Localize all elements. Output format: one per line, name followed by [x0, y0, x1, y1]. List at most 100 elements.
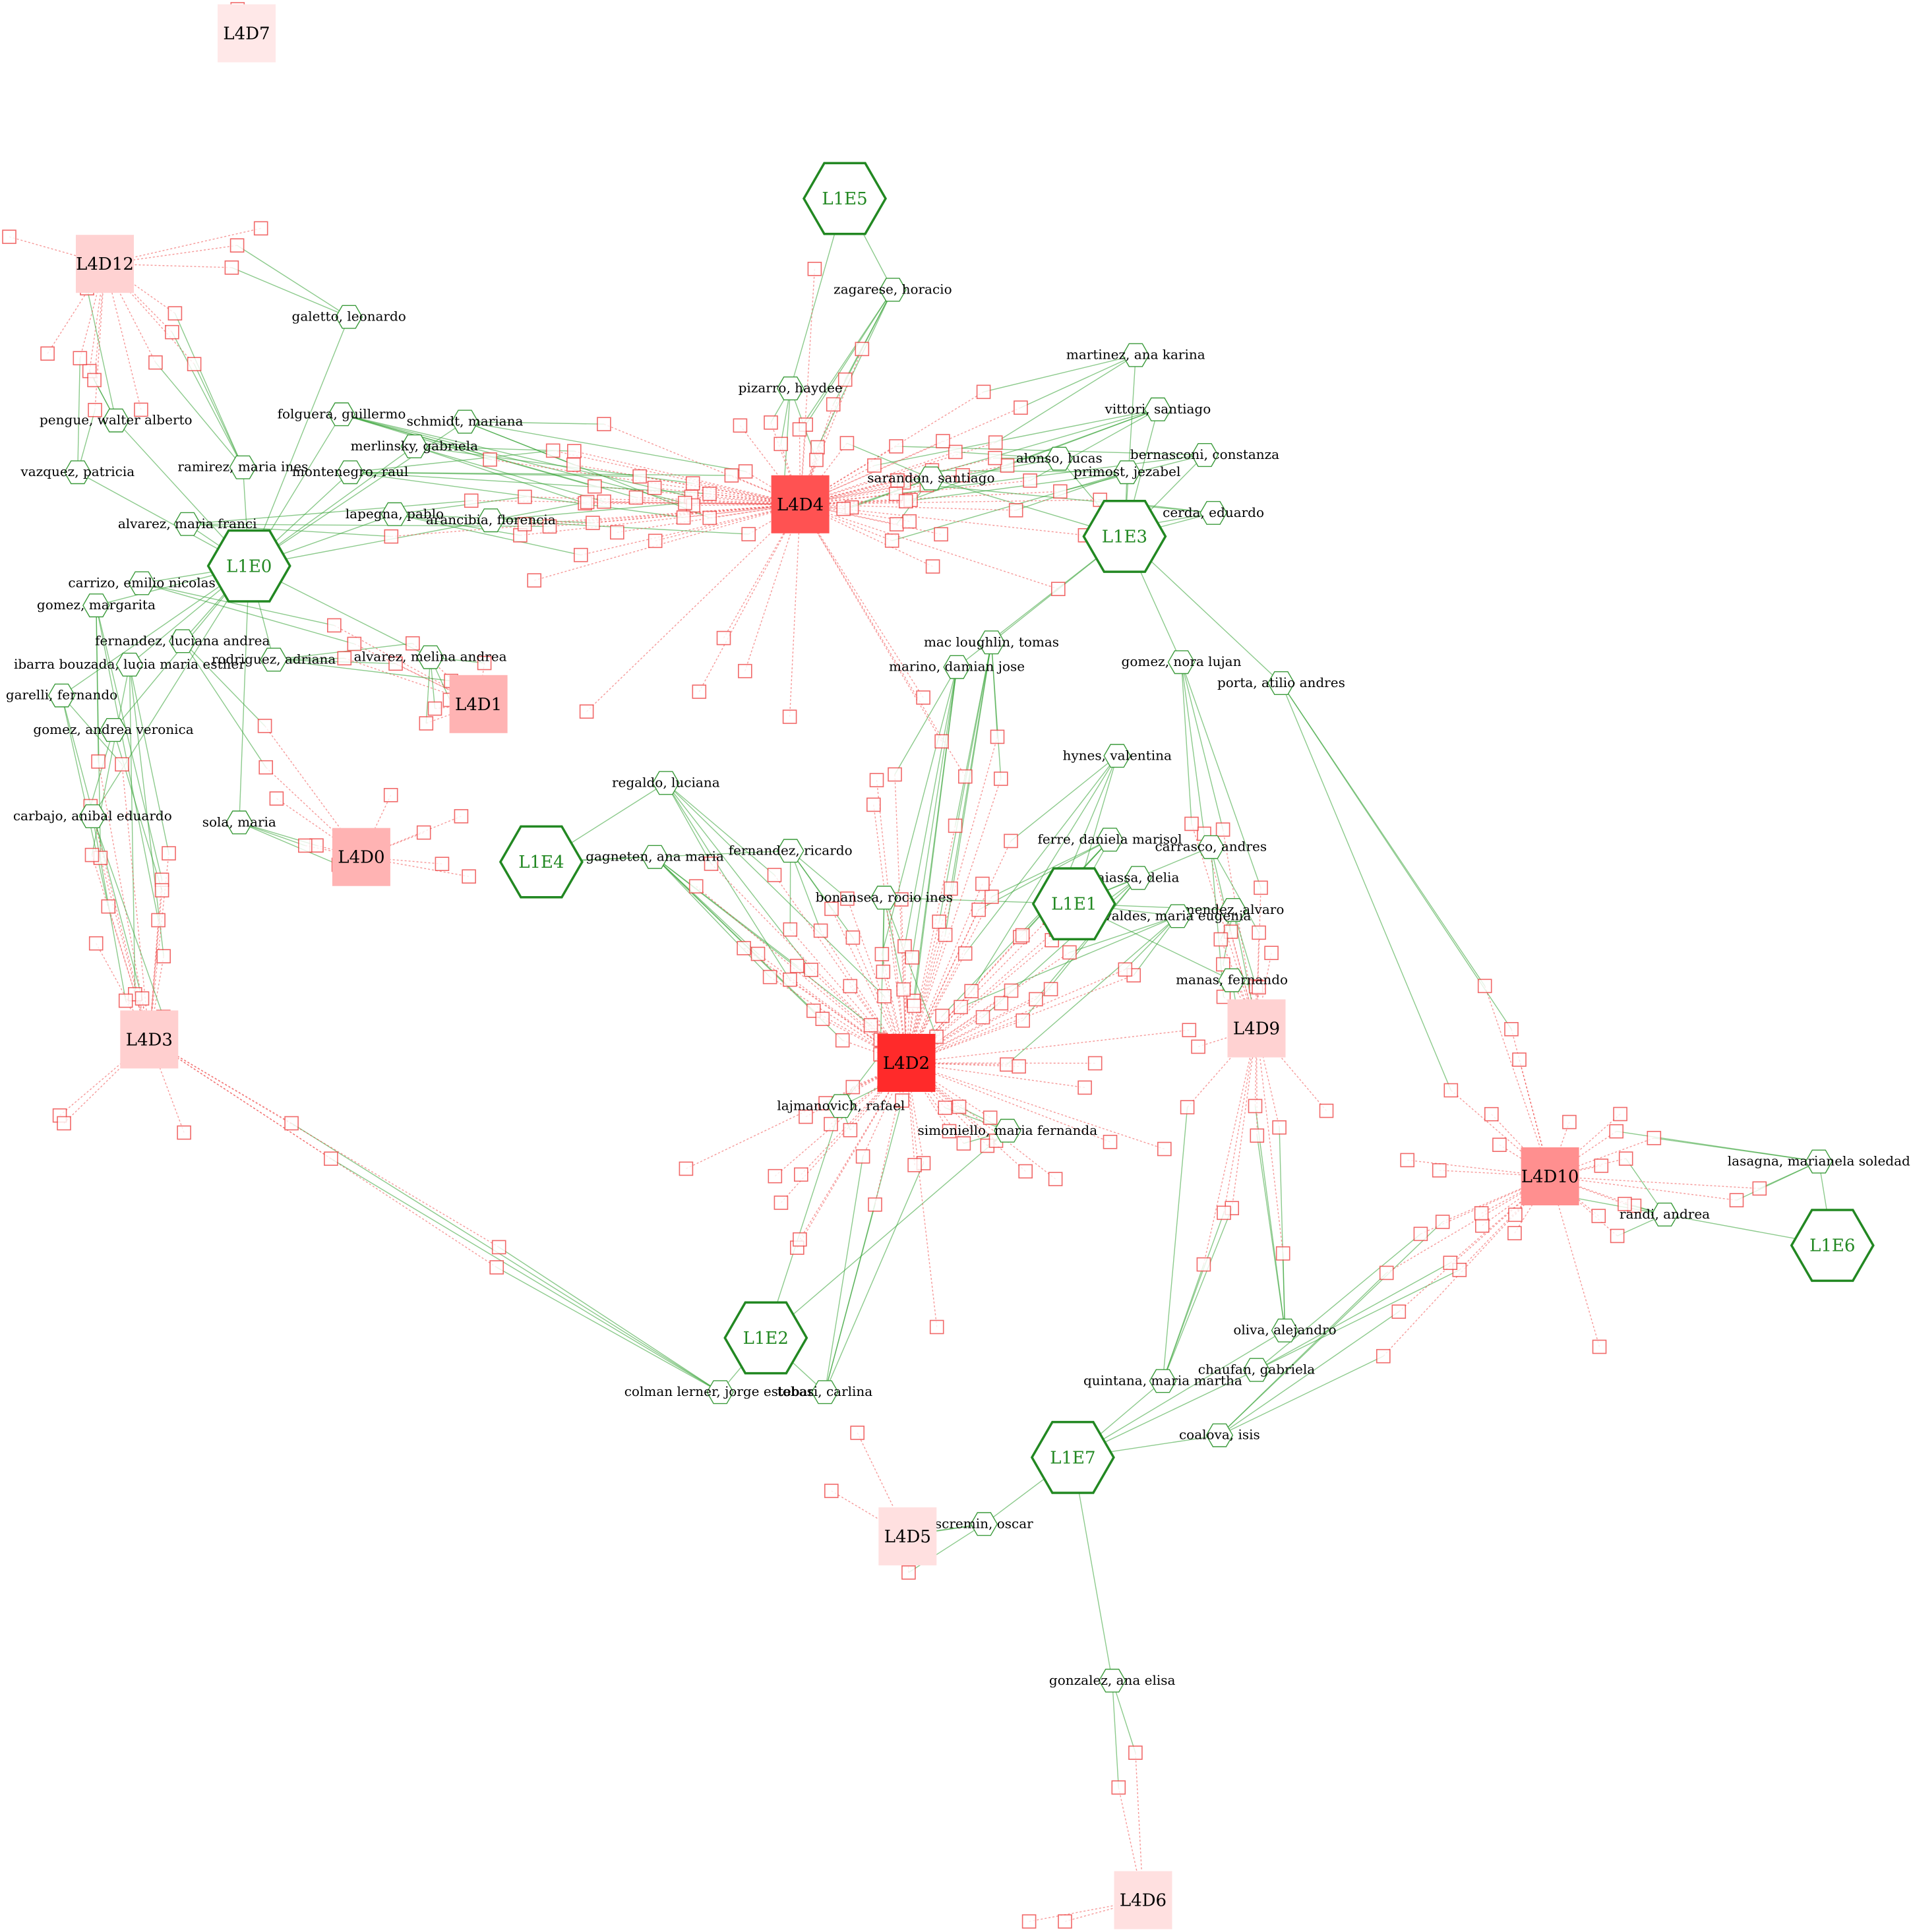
paper-node[interactable]: [57, 1116, 71, 1131]
paper-node[interactable]: [789, 959, 804, 973]
paper-node[interactable]: [1004, 983, 1019, 998]
paper-node[interactable]: [579, 704, 594, 719]
paper-node[interactable]: [1016, 1013, 1030, 1028]
author-node[interactable]: martinez, ana karina: [1066, 343, 1205, 367]
paper-node[interactable]: [983, 1110, 998, 1125]
paper-node[interactable]: [167, 306, 183, 321]
paper-node[interactable]: [258, 760, 274, 775]
paper-node[interactable]: [1000, 1057, 1014, 1072]
paper-node[interactable]: [901, 1565, 916, 1580]
paper-node[interactable]: [2, 229, 16, 244]
paper-node[interactable]: [1062, 945, 1077, 960]
author-node[interactable]: tobasi, carlina: [777, 1380, 873, 1404]
paper-node[interactable]: [1043, 982, 1058, 996]
paper-node[interactable]: [1014, 400, 1028, 415]
author-node[interactable]: lapegna, pablo: [346, 502, 444, 526]
department-node[interactable]: L4D0: [332, 828, 390, 886]
paper-node[interactable]: [527, 573, 542, 588]
paper-node[interactable]: [907, 1158, 922, 1172]
paper-node[interactable]: [1435, 1215, 1450, 1229]
paper-node[interactable]: [1048, 1172, 1063, 1186]
paper-node[interactable]: [954, 1000, 968, 1015]
paper-node[interactable]: [1562, 1114, 1577, 1130]
author-node[interactable]: vazquez, patricia: [20, 460, 135, 485]
paper-node[interactable]: [741, 527, 756, 541]
group-node[interactable]: L1E0: [206, 529, 291, 603]
author-node[interactable]: cerda, eduardo: [1163, 500, 1264, 525]
author-node[interactable]: randi, andrea: [1620, 1202, 1710, 1227]
group-node[interactable]: L1E2: [723, 1301, 808, 1375]
paper-node[interactable]: [1264, 946, 1279, 960]
author-node[interactable]: carbajo, anibal eduardo: [13, 804, 172, 829]
paper-node[interactable]: [284, 1116, 299, 1131]
paper-node[interactable]: [1443, 1255, 1458, 1270]
department-node[interactable]: L4D5: [878, 1507, 937, 1565]
paper-node[interactable]: [647, 481, 662, 495]
paper-node[interactable]: [876, 964, 891, 979]
paper-node[interactable]: [845, 1079, 861, 1095]
paper-node[interactable]: [1752, 1181, 1767, 1196]
paper-node[interactable]: [1613, 1106, 1627, 1122]
author-node[interactable]: merlinsky, gabriela: [351, 434, 478, 458]
author-node[interactable]: lajmanovich, rafael: [777, 1094, 905, 1118]
author-node[interactable]: aiassa, delia: [1097, 866, 1180, 890]
paper-node[interactable]: [934, 734, 949, 749]
paper-node[interactable]: [134, 402, 148, 417]
paper-node[interactable]: [1432, 1163, 1447, 1178]
author-node[interactable]: alvarez, melina andrea: [354, 645, 507, 669]
paper-node[interactable]: [1118, 962, 1133, 977]
department-node[interactable]: L4D2: [877, 1033, 936, 1092]
author-node[interactable]: colman lerner, jorge esteban: [624, 1380, 816, 1404]
paper-node[interactable]: [165, 324, 179, 340]
paper-node[interactable]: [1023, 473, 1037, 488]
paper-node[interactable]: [905, 950, 919, 965]
department-node[interactable]: L4D1: [449, 675, 508, 733]
paper-node[interactable]: [573, 547, 588, 562]
author-node[interactable]: folguera, guillermo: [278, 402, 406, 427]
paper-node[interactable]: [151, 913, 166, 928]
paper-node[interactable]: [545, 443, 561, 458]
paper-node[interactable]: [782, 709, 797, 724]
paper-node[interactable]: [1077, 1080, 1092, 1095]
paper-node[interactable]: [944, 881, 958, 896]
paper-node[interactable]: [676, 510, 691, 525]
paper-node[interactable]: [867, 458, 882, 473]
paper-node[interactable]: [337, 651, 352, 666]
paper-node[interactable]: [427, 701, 442, 716]
group-node[interactable]: L1E5: [802, 162, 888, 235]
paper-node[interactable]: [877, 989, 892, 1004]
paper-node[interactable]: [783, 972, 797, 987]
paper-node[interactable]: [809, 452, 824, 468]
paper-node[interactable]: [1254, 880, 1268, 895]
paper-node[interactable]: [177, 1125, 191, 1140]
author-node[interactable]: ramirez, maria ines: [177, 455, 308, 479]
paper-node[interactable]: [1507, 1226, 1522, 1240]
author-node[interactable]: chaufan, gabriela: [1198, 1358, 1316, 1382]
paper-node[interactable]: [1618, 1151, 1633, 1166]
paper-node[interactable]: [1610, 1228, 1625, 1244]
paper-node[interactable]: [716, 630, 731, 646]
paper-node[interactable]: [839, 436, 855, 450]
paper-node[interactable]: [1157, 1141, 1172, 1157]
author-node[interactable]: pengue, walter alberto: [40, 408, 193, 433]
department-node[interactable]: L4D6: [1114, 1871, 1172, 1929]
paper-node[interactable]: [679, 1161, 694, 1176]
paper-node[interactable]: [792, 422, 807, 437]
author-node[interactable]: hynes, valentina: [1062, 744, 1172, 768]
paper-node[interactable]: [1051, 582, 1066, 597]
paper-node[interactable]: [1216, 957, 1230, 972]
paper-node[interactable]: [958, 769, 973, 784]
paper-node[interactable]: [462, 869, 476, 884]
paper-node[interactable]: [932, 915, 946, 929]
paper-node[interactable]: [419, 716, 434, 731]
author-node[interactable]: pizarro, haydee: [739, 377, 843, 401]
paper-node[interactable]: [971, 902, 986, 917]
paper-node[interactable]: [888, 767, 902, 782]
paper-node[interactable]: [1053, 484, 1068, 499]
paper-node[interactable]: [101, 899, 116, 914]
paper-node[interactable]: [1215, 822, 1230, 837]
author-node[interactable]: manas, fernando: [1176, 968, 1288, 992]
paper-node[interactable]: [1021, 1914, 1037, 1929]
paper-node[interactable]: [957, 946, 973, 961]
paper-node[interactable]: [824, 1484, 839, 1498]
